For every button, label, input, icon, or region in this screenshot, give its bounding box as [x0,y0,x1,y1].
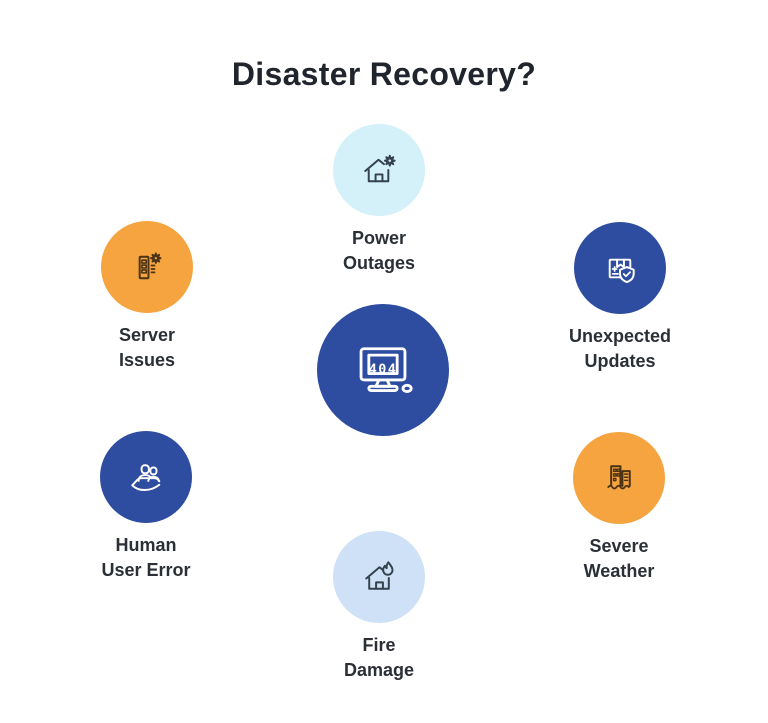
node-disaster-404: 404 [303,304,463,436]
severe-weather-label: Severe Weather [583,536,655,581]
node-unexpected-updates: Unexpected Updates [540,222,700,374]
node-human-user-error: Human User Error [66,431,226,583]
fire-damage-circle [333,531,425,623]
node-power-outages: Power Outages [299,124,459,276]
node-server-issues: Server Issues [67,221,227,373]
house-power-surge-icon [356,147,403,194]
node-fire-damage: Fire Damage [299,531,459,683]
server-issues-label: Server Issues [118,325,176,370]
power-outages-label: Power Outages [342,228,416,273]
fire-damage-label: Fire Damage [343,635,415,680]
people-in-hand-icon [123,454,170,501]
human-user-error-label: Human User Error [101,535,191,580]
flooded-buildings-icon [596,455,643,502]
unexpected-updates-circle [574,222,666,314]
package-shield-icon [597,245,644,292]
server-issues-circle [101,221,193,313]
human-user-error-circle [100,431,192,523]
computer-404-icon: 404 [349,336,417,404]
node-severe-weather: Severe Weather [539,432,699,584]
house-fire-icon [356,554,403,601]
center-404-circle: 404 [317,304,449,436]
severe-weather-circle [573,432,665,524]
server-burst-icon [124,244,171,291]
page-title: Disaster Recovery? [231,56,537,92]
power-outages-circle [333,124,425,216]
screen-404-text: 404 [369,362,398,377]
unexpected-updates-label: Unexpected Updates [568,326,672,371]
